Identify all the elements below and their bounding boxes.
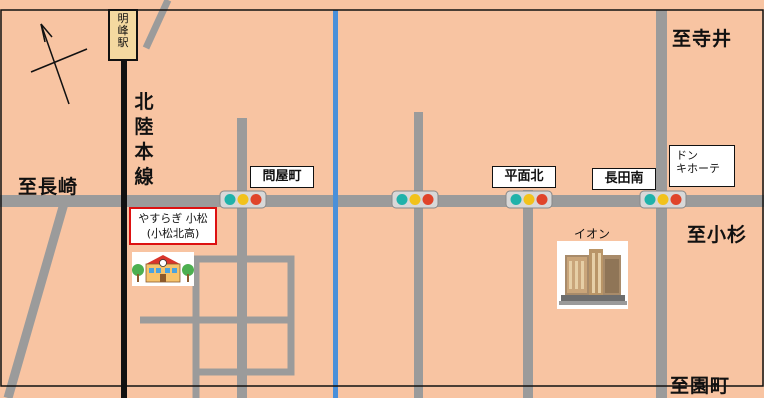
destination-terai: 至寺井 [672, 28, 733, 50]
traffic-signal-icon [391, 190, 439, 209]
station-sign: 明峰駅 [108, 9, 138, 61]
shopping-mall-icon [557, 241, 628, 309]
north-arrow-icon [30, 23, 88, 105]
side-street-grid [140, 255, 295, 398]
destination-sonomachi: 至園町 [670, 375, 731, 397]
school-building-icon [132, 252, 194, 286]
destination-kosugi: 至小杉 [687, 224, 748, 246]
road-vertical-3 [523, 190, 533, 398]
road-vertical-2 [414, 112, 423, 398]
diagonal-roads [3, 0, 172, 398]
intersection-label-osadaminami: 長田南 [592, 168, 656, 190]
railway-line-name: 北陸本線 [134, 91, 154, 188]
traffic-signal-icon [505, 190, 553, 209]
traffic-signal-icon [639, 190, 687, 209]
river [333, 10, 338, 398]
intersection-label-heimenkita: 平面北 [492, 166, 556, 188]
intersection-label-toiyamachi: 問屋町 [250, 166, 314, 188]
map-frame [0, 9, 764, 387]
railway-track [121, 60, 127, 398]
main-road [0, 195, 764, 207]
donki-label: ドン キホーテ [669, 145, 735, 187]
destination-nagasaki: 至長崎 [18, 176, 79, 198]
school-label: やすらぎ 小松 (小松北高) [129, 207, 217, 245]
ion-label: イオン [574, 227, 611, 241]
traffic-signal-icon [219, 190, 267, 209]
station-name: 明峰駅 [117, 12, 129, 49]
traffic-signals [219, 190, 687, 209]
